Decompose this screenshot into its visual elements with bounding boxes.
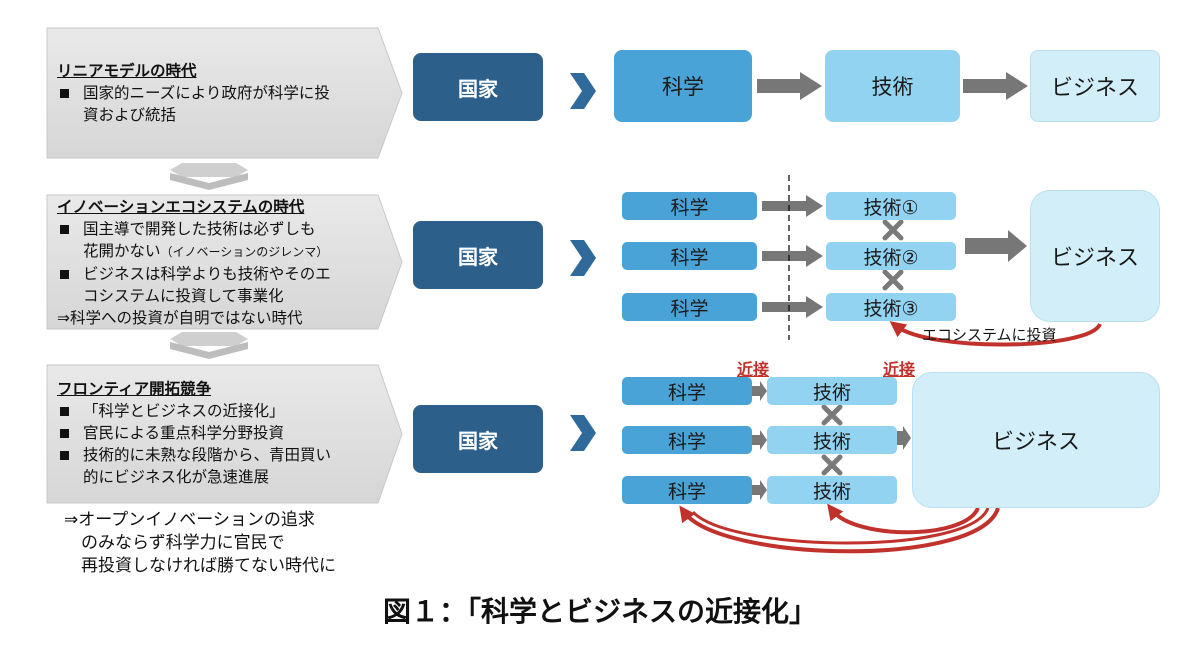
- tech-box: 技術③: [826, 293, 956, 321]
- era-title: イノベーションエコシステムの時代: [57, 198, 305, 216]
- era-bullet: ビジネスは科学よりも技術やそのエ コシステムに投資して事業化: [57, 263, 387, 307]
- science-box: 科学: [622, 242, 757, 270]
- bullet-line: 花開かない: [83, 242, 161, 260]
- era-bullet: 官民による重点科学分野投資: [57, 422, 387, 444]
- era-footer: ⇒科学への投資が自明ではない時代: [57, 309, 303, 327]
- conclusion-line: 再投資しなければ勝てない時代に: [81, 556, 336, 576]
- tech-box: 技術①: [826, 192, 956, 220]
- cross-icon: [882, 219, 904, 291]
- conclusion-line: ⇒オープンイノベーションの追求: [64, 510, 315, 530]
- science-box: 科学: [614, 50, 752, 122]
- arrow-right-icon: [963, 72, 1028, 100]
- conclusion-line: のみならず科学力に官民で: [81, 533, 285, 553]
- feedback-curve-science: [679, 505, 1000, 554]
- era-title: リニアモデルの時代: [57, 62, 197, 80]
- bullet-line: 資および統括: [83, 106, 177, 124]
- arrow-right-icon: [965, 230, 1027, 262]
- chevron-down-icon: [170, 163, 248, 190]
- tech-box: 技術: [767, 426, 897, 454]
- science-box: 科学: [622, 293, 757, 321]
- business-box: ビジネス: [1030, 50, 1160, 122]
- era-bullet: 「科学とビジネスの近接化」: [57, 400, 387, 422]
- arrow-right-icon: [762, 195, 823, 217]
- era-frontier: フロンティア開拓競争 「科学とビジネスの近接化」 官民による重点科学分野投資 技…: [57, 378, 387, 488]
- nation-box: 国家: [413, 221, 543, 289]
- arrow-right-icon: [762, 296, 823, 318]
- bullet-line: 国家的ニーズにより政府が科学に投: [83, 84, 330, 102]
- era-ecosystem: イノベーションエコシステムの時代 国主導で開発した技術は必ずしも 花開かない（イ…: [57, 196, 387, 329]
- feedback-curve-science: [691, 507, 990, 545]
- era-title: フロンティア開拓競争: [57, 380, 212, 398]
- arrow-right-icon: [570, 240, 596, 276]
- arrow-right-icon: [752, 430, 767, 450]
- chevron-down-icon: [170, 332, 248, 359]
- arrow-right-icon: [757, 72, 822, 100]
- era-pentagon-frontier: [46, 364, 403, 504]
- arrow-right-icon: [570, 415, 596, 451]
- science-box: 科学: [622, 377, 752, 405]
- ecosystem-label: エコシステムに投資: [922, 326, 1057, 344]
- figure-caption: 図１：「科学とビジネスの近接化」: [382, 595, 817, 628]
- era-bullet: 国主導で開発した技術は必ずしも 花開かない（イノベーションのジレンマ）: [57, 218, 387, 263]
- business-box: ビジネス: [1030, 190, 1160, 322]
- arrow-right-icon: [752, 480, 767, 500]
- proximity-label: 近接: [737, 360, 770, 379]
- era-linear: リニアモデルの時代 国家的ニーズにより政府が科学に投 資および統括: [57, 60, 377, 126]
- nation-box: 国家: [413, 53, 543, 121]
- proximity-label: 近接: [883, 360, 916, 379]
- bullet-line: 「科学とビジネスの近接化」: [83, 402, 285, 420]
- bullet-line: ビジネスは科学よりも技術やそのエ: [83, 265, 331, 283]
- era-pentagon-linear: [46, 27, 403, 159]
- era-pentagon-ecosystem: [46, 194, 403, 330]
- era-bullet: 技術的に未熟な段階から、青田買い 的にビジネス化が急速進展: [57, 444, 387, 488]
- arrow-right-icon: [762, 245, 823, 267]
- science-box: 科学: [622, 426, 752, 454]
- arrow-right-icon: [752, 381, 767, 401]
- bullet-line: コシステムに投資して事業化: [83, 287, 284, 305]
- bullet-line: 技術的に未熟な段階から、青田買い: [83, 446, 332, 464]
- era-bullet: 国家的ニーズにより政府が科学に投 資および統括: [57, 82, 377, 126]
- ecosystem-curve: [889, 321, 1102, 347]
- tech-box: 技術: [767, 377, 897, 405]
- cross-icon: [821, 404, 843, 476]
- science-box: 科学: [622, 192, 757, 220]
- tech-box: 技術: [825, 50, 960, 122]
- business-box: ビジネス: [912, 372, 1160, 508]
- era-note: （イノベーションのジレンマ）: [160, 245, 329, 259]
- arrow-right-icon: [570, 73, 596, 109]
- bullet-line: 的にビジネス化が急速進展: [83, 468, 270, 486]
- tech-box: 技術②: [826, 242, 956, 270]
- arrow-right-icon: [897, 426, 911, 450]
- feedback-curve-tech: [827, 503, 980, 535]
- bullet-line: 国主導で開発した技術は必ずしも: [83, 220, 316, 238]
- tech-box: 技術: [767, 476, 897, 504]
- nation-box: 国家: [413, 405, 543, 473]
- science-box: 科学: [622, 476, 752, 504]
- conclusion-text: ⇒オープンイノベーションの追求 のみならず科学力に官民で 再投資しなければ勝てな…: [64, 509, 336, 578]
- bullet-line: 官民による重点科学分野投資: [83, 424, 285, 442]
